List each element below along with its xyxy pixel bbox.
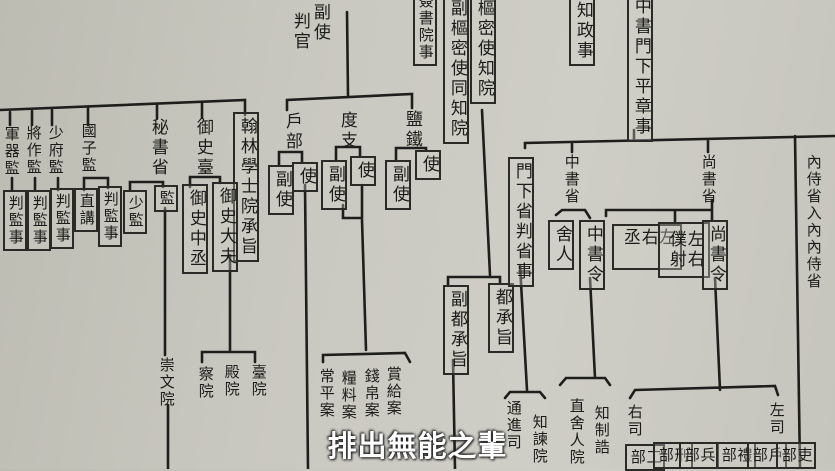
box-zaixiang: 中書門下平章事 — [627, 0, 653, 142]
box-hubu-2: 戶部 — [747, 442, 787, 469]
box-fu-shumi: 副樞密使同知院 — [443, 0, 469, 144]
box-shangshuling: 尚書令 — [702, 220, 728, 290]
label-zhizhigao: 知制誥 — [592, 405, 611, 456]
box-shumi: 樞密使知院 — [470, 0, 496, 104]
label-qianbo: 錢帛案 — [362, 368, 381, 419]
box-fu-duchengzhi: 副都承旨 — [443, 285, 469, 375]
box-menxia: 門下省判省事 — [508, 157, 534, 287]
label-yantie: 鹽鐵 — [401, 110, 422, 150]
label-taiyuan: 臺院 — [249, 364, 268, 398]
box-gongbu: 工部 — [625, 444, 665, 471]
label-liangliao: 糧料案 — [339, 370, 358, 421]
box-panjian-3: 判監事 — [50, 188, 74, 249]
label-duzhi: 度支 — [336, 111, 357, 151]
label-zhongshu: 中書省 — [562, 154, 581, 205]
label-hubu: 戶部 — [281, 112, 302, 152]
label-dianyuan: 殿院 — [222, 364, 241, 398]
box-panjian-4: 判監事 — [98, 186, 122, 247]
box-bingbu: 兵部 — [679, 442, 719, 469]
label-zuosi: 左司 — [767, 402, 786, 436]
label-yousi: 右司 — [625, 404, 644, 438]
box-fushi-3: 副使 — [385, 160, 411, 210]
box-xingbu: 刑部 — [653, 442, 693, 469]
box-qianshu: 簽書院事 — [413, 0, 437, 66]
box-jian: 監 — [154, 185, 178, 212]
label-chongwen: 崇文院 — [157, 357, 176, 408]
label-tongjin: 通進司 — [504, 400, 523, 451]
box-fushi-2: 副使 — [321, 160, 347, 210]
box-shi-1: 使 — [292, 162, 318, 192]
box-zuoyoucheng: 左右丞 — [612, 224, 682, 270]
label-changping: 常平案 — [317, 368, 336, 419]
box-shaojian: 少監 — [123, 190, 147, 234]
box-canzhi: 參知政事 — [569, 0, 595, 66]
label-fushi-top: 副使 — [309, 3, 330, 43]
box-duchengzhi: 都承旨 — [488, 283, 514, 353]
box-shi-3: 使 — [415, 150, 441, 180]
box-zhijiang: 直講 — [74, 188, 98, 232]
label-jiangzuo: 將作監 — [24, 125, 43, 176]
label-shaofu: 少府監 — [46, 125, 65, 176]
box-zhongcheng: 御史中丞 — [182, 184, 208, 274]
label-panguan: 判官 — [289, 12, 310, 52]
box-dafu: 御史大夫 — [212, 182, 238, 272]
label-zhisheren: 直舍人院 — [567, 398, 586, 466]
label-chayuan: 察院 — [196, 366, 215, 400]
box-libu-2: 吏部 — [776, 442, 816, 469]
label-yushi: 御史臺 — [192, 118, 213, 178]
video-subtitle: 排出無能之輩 — [327, 429, 508, 463]
box-panjian-2: 判監事 — [27, 190, 51, 251]
label-zhijian: 知諫院 — [530, 414, 549, 465]
box-fushi-1: 副使 — [268, 165, 294, 215]
box-puye: 左右僕射 — [658, 222, 710, 278]
label-mishu: 秘書省 — [147, 118, 168, 178]
box-shi-2: 使 — [350, 156, 376, 186]
box-zhongshuling: 中書令 — [579, 220, 605, 290]
label-junqi: 軍器監 — [2, 126, 21, 177]
box-sheren: 舍人 — [548, 220, 574, 270]
box-panjian-1: 判監事 — [3, 190, 27, 251]
label-neishi: 內侍省入內內侍省 — [804, 154, 823, 290]
label-guozi: 國子監 — [79, 123, 98, 174]
label-shangshu: 尚書省 — [699, 154, 718, 205]
label-shanggei: 賞給案 — [384, 366, 403, 417]
